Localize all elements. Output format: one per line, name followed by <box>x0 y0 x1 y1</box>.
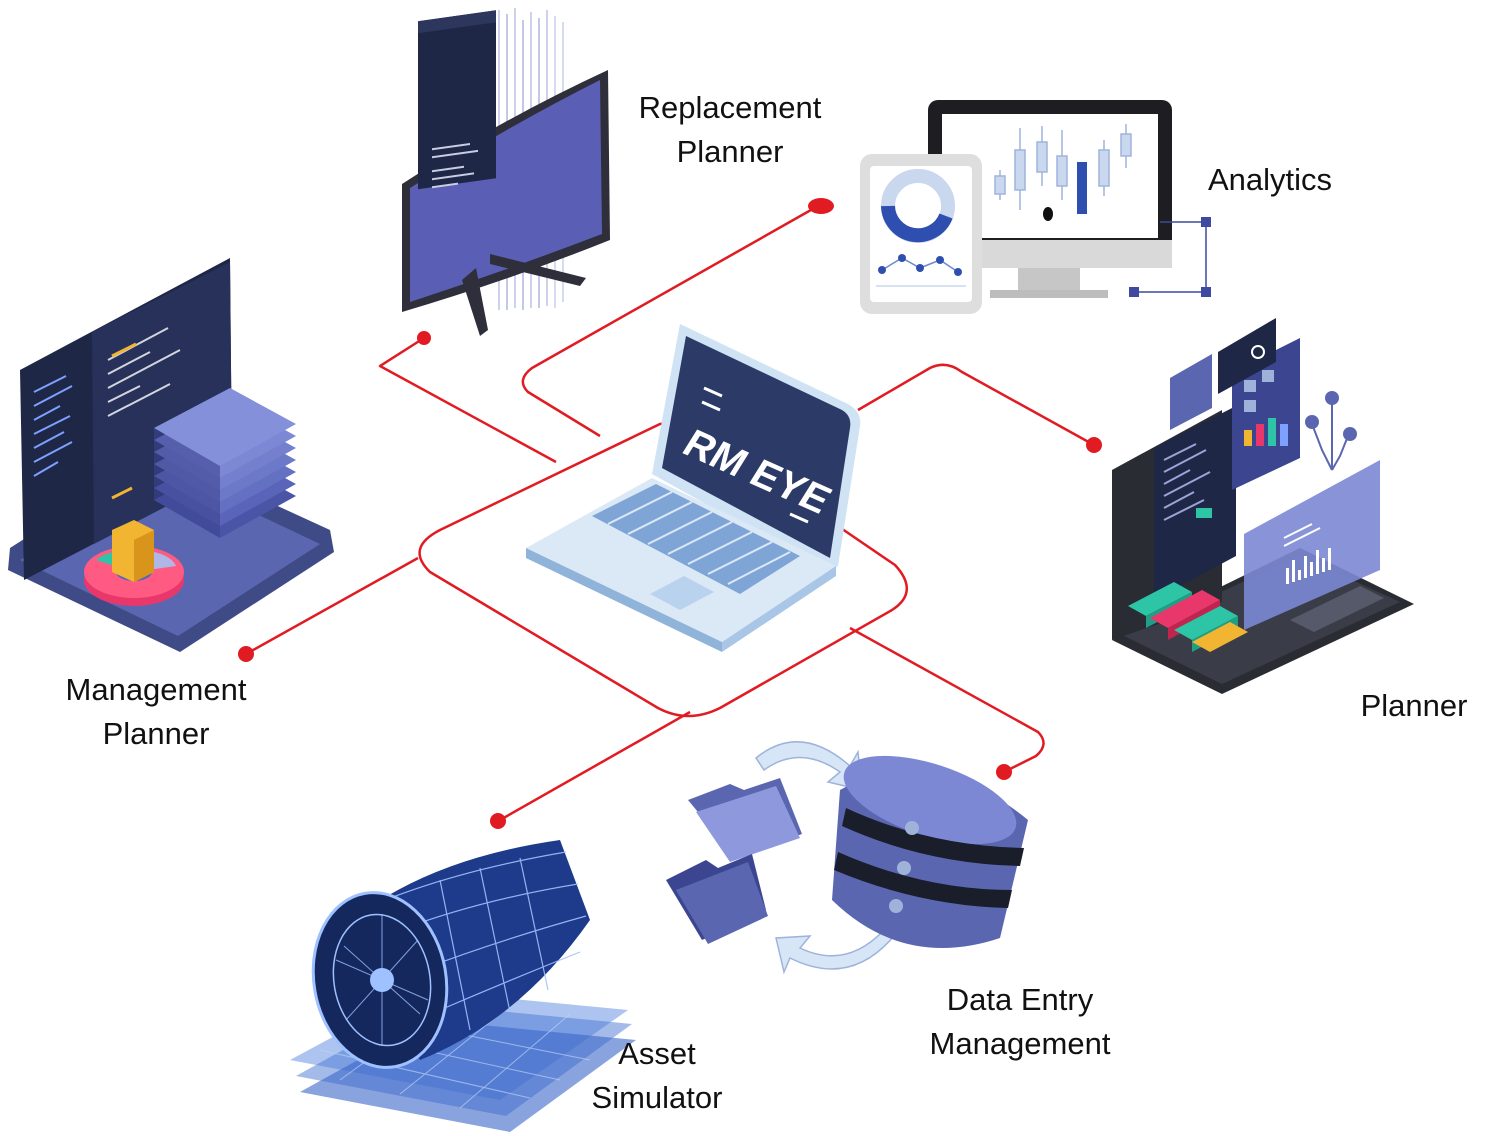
label-planner: Planner <box>1338 684 1490 728</box>
label-management-planner: Management Planner <box>38 668 274 756</box>
label-line: Simulator <box>591 1080 723 1115</box>
connector-management <box>245 556 419 656</box>
label-line: Planner <box>1360 688 1468 723</box>
center-laptop-illustration: RM EYE <box>526 324 861 652</box>
asset-simulator-illustration <box>290 840 636 1132</box>
connector-dot <box>417 331 431 345</box>
label-analytics: Analytics <box>1192 158 1348 202</box>
connector-planner <box>857 363 1095 447</box>
management-planner-illustration <box>8 258 334 652</box>
analytics-illustration <box>860 100 1211 314</box>
connector-asset <box>499 710 691 822</box>
label-line: Replacement <box>638 90 822 125</box>
connector-dot <box>238 646 254 662</box>
connector-dots <box>238 198 1102 829</box>
connector-dot <box>1086 437 1102 453</box>
label-line: Management <box>65 672 247 707</box>
connector-replacement <box>378 336 557 464</box>
label-line: Management <box>929 1026 1111 1061</box>
connector-data-entry <box>849 626 1045 774</box>
planner-illustration <box>1112 318 1414 694</box>
label-line: Planner <box>102 716 210 751</box>
connector-dot <box>996 764 1012 780</box>
label-line: Planner <box>676 134 784 169</box>
connector-analytics <box>521 204 819 438</box>
connector-dot <box>808 198 834 214</box>
data-entry-illustration <box>666 741 1028 975</box>
label-line: Data Entry <box>946 982 1094 1017</box>
replacement-planner-illustration <box>402 8 610 336</box>
label-line: Analytics <box>1207 162 1333 197</box>
label-data-entry-management: Data Entry Management <box>902 978 1138 1066</box>
label-asset-simulator: Asset Simulator <box>562 1032 752 1120</box>
label-line: Asset <box>618 1036 696 1071</box>
label-replacement-planner: Replacement Planner <box>612 86 848 174</box>
connector-dot <box>490 813 506 829</box>
